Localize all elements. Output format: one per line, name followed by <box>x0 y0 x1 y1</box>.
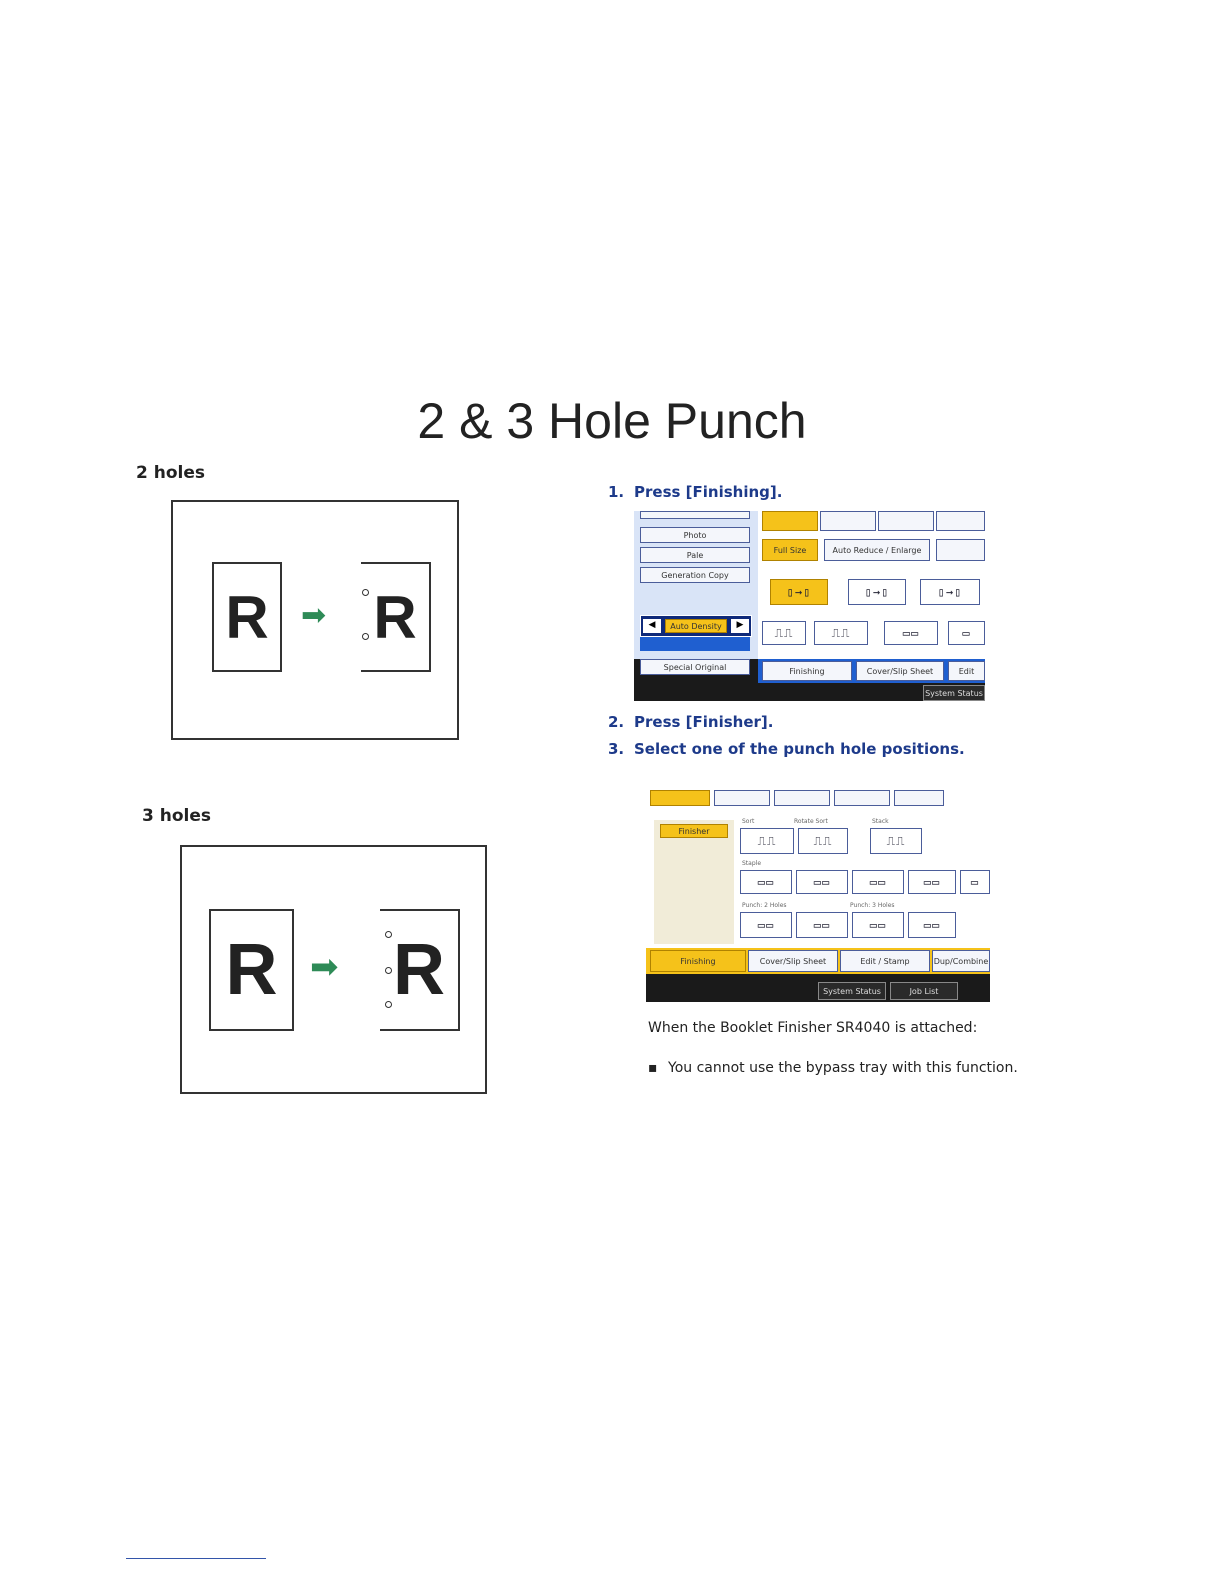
punched-sheet: R <box>361 562 431 672</box>
sheet-letter: R <box>373 583 417 651</box>
arrow-icon: ➡ <box>310 948 339 986</box>
punched-sheet: R <box>380 909 460 1031</box>
step-3: 3. Select one of the punch hole positions… <box>608 740 965 758</box>
finishing-panel-screenshot: Photo Pale Generation Copy ◀ Auto Densit… <box>634 511 985 701</box>
punch-hole-icon <box>385 1001 392 1008</box>
three-holes-diagram: R ➡ R <box>180 845 487 1094</box>
step-number: 2. <box>608 713 625 731</box>
original-sheet: R <box>209 909 294 1031</box>
top-tab-selected[interactable] <box>650 790 710 806</box>
top-tab[interactable] <box>774 790 830 806</box>
step-number: 3. <box>608 740 625 758</box>
punch-hole-icon <box>362 633 369 640</box>
staple-position-icon[interactable]: ▭▭ <box>740 870 792 894</box>
two-holes-diagram: R ➡ R <box>171 500 459 740</box>
duplex-mode-icon[interactable]: ▯→▯ <box>848 579 906 605</box>
tab-cover-slip-sheet[interactable]: Cover/Slip Sheet <box>748 950 838 972</box>
original-sheet: R <box>212 562 282 672</box>
top-tab[interactable] <box>936 511 985 531</box>
system-status-button[interactable]: System Status <box>923 685 985 701</box>
arrow-icon: ➡ <box>301 599 327 632</box>
staple-position-icon[interactable]: ▭ <box>960 870 990 894</box>
density-bar: ◀ Auto Density ▶ <box>640 615 752 637</box>
punch-hole-icon <box>385 931 392 938</box>
more-button[interactable] <box>936 539 985 561</box>
auto-density-button[interactable]: Auto Density <box>665 619 727 633</box>
step-2: 2. Press [Finisher]. <box>608 713 773 731</box>
top-tab[interactable] <box>714 790 770 806</box>
sheet-letter: R <box>393 930 445 1010</box>
density-left-icon[interactable]: ◀ <box>643 619 661 633</box>
bullet-item: ▪ You cannot use the bypass tray with thi… <box>648 1060 1018 1076</box>
sort-icon[interactable]: ⎍⎍ <box>740 828 794 854</box>
staple-label: Staple <box>742 860 762 867</box>
rotate-sort-label: Rotate Sort <box>794 818 828 825</box>
top-tab[interactable] <box>894 790 944 806</box>
auto-reduce-enlarge-button[interactable]: Auto Reduce / Enlarge <box>824 539 930 561</box>
blue-strip <box>640 637 750 651</box>
punch-hole-icon <box>362 589 369 596</box>
bullet-icon: ▪ <box>648 1060 658 1076</box>
top-tab-selected[interactable] <box>762 511 818 531</box>
full-size-button[interactable]: Full Size <box>762 539 818 561</box>
punch-2-holes-label: Punch: 2 Holes <box>742 902 787 909</box>
combine-mode-icon[interactable]: ▯→▯ <box>920 579 980 605</box>
step-text: Press [Finishing]. <box>634 483 783 501</box>
top-tab[interactable] <box>878 511 934 531</box>
stack-icon[interactable]: ⎍⎍ <box>814 621 868 645</box>
job-list-button[interactable]: Job List <box>890 982 958 1000</box>
staple-position-icon[interactable]: ▭▭ <box>852 870 904 894</box>
tab-edit-stamp[interactable]: Edit / Stamp <box>840 950 930 972</box>
finisher-panel-screenshot: Finisher Sort Rotate Sort Stack ⎍⎍ ⎍⎍ ⎍⎍… <box>646 790 990 1002</box>
sort-label: Sort <box>742 818 755 825</box>
duplex-mode-icon[interactable]: ▯→▯ <box>770 579 828 605</box>
staple-position-icon[interactable]: ▭▭ <box>908 870 956 894</box>
punch-icon[interactable]: ▭ <box>948 621 985 645</box>
rotate-sort-icon[interactable]: ⎍⎍ <box>798 828 848 854</box>
punch-hole-icon <box>385 967 392 974</box>
sheet-letter: R <box>225 583 269 651</box>
top-tab[interactable] <box>820 511 876 531</box>
punch-2-holes-icon[interactable]: ▭▭ <box>740 912 792 938</box>
photo-button[interactable]: Photo <box>640 527 750 543</box>
page-title: 2 & 3 Hole Punch <box>417 393 807 449</box>
stack-icon[interactable]: ⎍⎍ <box>870 828 922 854</box>
stack-label: Stack <box>872 818 889 825</box>
footer-rule <box>126 1558 266 1559</box>
tab-cover-slip-sheet[interactable]: Cover/Slip Sheet <box>856 661 944 681</box>
step-number: 1. <box>608 483 625 501</box>
punch-3-holes-icon[interactable]: ▭▭ <box>852 912 904 938</box>
tab-dup-combine[interactable]: Dup/Combine <box>932 950 990 972</box>
three-holes-label: 3 holes <box>142 806 212 826</box>
staple-icon[interactable]: ▭▭ <box>884 621 938 645</box>
tab-edit[interactable]: Edit <box>948 661 985 681</box>
bullet-text: You cannot use the bypass tray with this… <box>668 1060 1018 1076</box>
side-pane <box>654 820 734 944</box>
text-photo-button[interactable] <box>640 511 750 519</box>
generation-copy-button[interactable]: Generation Copy <box>640 567 750 583</box>
special-original-button[interactable]: Special Original <box>640 659 750 675</box>
step-1: 1. Press [Finishing]. <box>608 483 782 501</box>
step-text: Select one of the punch hole positions. <box>634 740 965 758</box>
pale-button[interactable]: Pale <box>640 547 750 563</box>
sort-icon[interactable]: ⎍⎍ <box>762 621 806 645</box>
staple-position-icon[interactable]: ▭▭ <box>796 870 848 894</box>
tab-finishing[interactable]: Finishing <box>762 661 852 681</box>
punch-2-holes-icon[interactable]: ▭▭ <box>796 912 848 938</box>
punch-3-holes-icon[interactable]: ▭▭ <box>908 912 956 938</box>
step-text: Press [Finisher]. <box>634 713 774 731</box>
punch-3-holes-label: Punch: 3 Holes <box>850 902 895 909</box>
top-tab[interactable] <box>834 790 890 806</box>
density-right-icon[interactable]: ▶ <box>731 619 749 633</box>
sheet-letter: R <box>225 930 278 1010</box>
system-status-button[interactable]: System Status <box>818 982 886 1000</box>
finisher-button[interactable]: Finisher <box>660 824 728 838</box>
booklet-finisher-note: When the Booklet Finisher SR4040 is atta… <box>648 1020 978 1036</box>
tab-finishing[interactable]: Finishing <box>650 950 746 972</box>
two-holes-label: 2 holes <box>136 463 206 483</box>
